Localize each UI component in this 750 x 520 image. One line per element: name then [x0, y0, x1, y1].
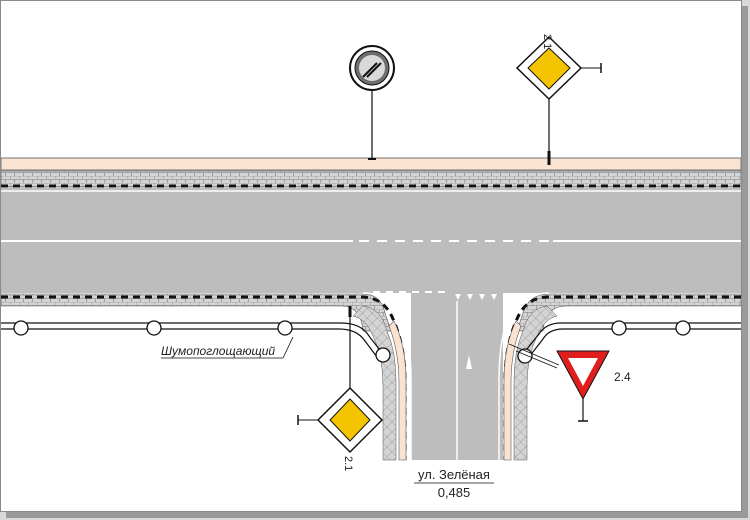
yield-sign — [508, 343, 610, 422]
sign-label-priority-top: 2.1 — [541, 34, 553, 49]
drawing-sheet: Шумопоглощающий 2.1 2.1 2.4 — [0, 0, 742, 512]
left-corner-edge — [362, 292, 412, 460]
left-corner-paver — [352, 305, 397, 461]
right-corner-paver — [513, 305, 558, 461]
noise-barrier-leader — [161, 336, 294, 359]
street-name-label: ул. Зелёная — [418, 467, 490, 482]
noise-barrier-right — [517, 320, 741, 364]
sign-label-yield: 2.4 — [614, 370, 631, 384]
priority-road-sign-top — [515, 35, 602, 165]
priority-road-sign-bottom — [297, 306, 384, 454]
noise-barrier-left — [1, 320, 391, 363]
left-corner-sidewalk — [388, 320, 407, 461]
intersection-plan: Шумопоглощающий 2.1 2.1 2.4 — [1, 34, 741, 500]
right-corner-edge — [498, 292, 550, 460]
chainage-label: 0,485 — [438, 485, 471, 500]
left-curb-dash — [1, 295, 407, 460]
sign-label-priority-bottom: 2.1 — [342, 456, 354, 471]
side-road-arrow — [466, 355, 472, 369]
right-curb-dash — [503, 295, 741, 460]
noise-barrier-label: Шумопоглощающий — [161, 344, 275, 358]
yield-teeth — [455, 294, 521, 300]
lower-left-paver — [1, 293, 392, 332]
no-stopping-end-sign — [349, 45, 395, 160]
right-corner-sidewalk — [503, 320, 522, 461]
top-paver-strip — [1, 170, 741, 188]
